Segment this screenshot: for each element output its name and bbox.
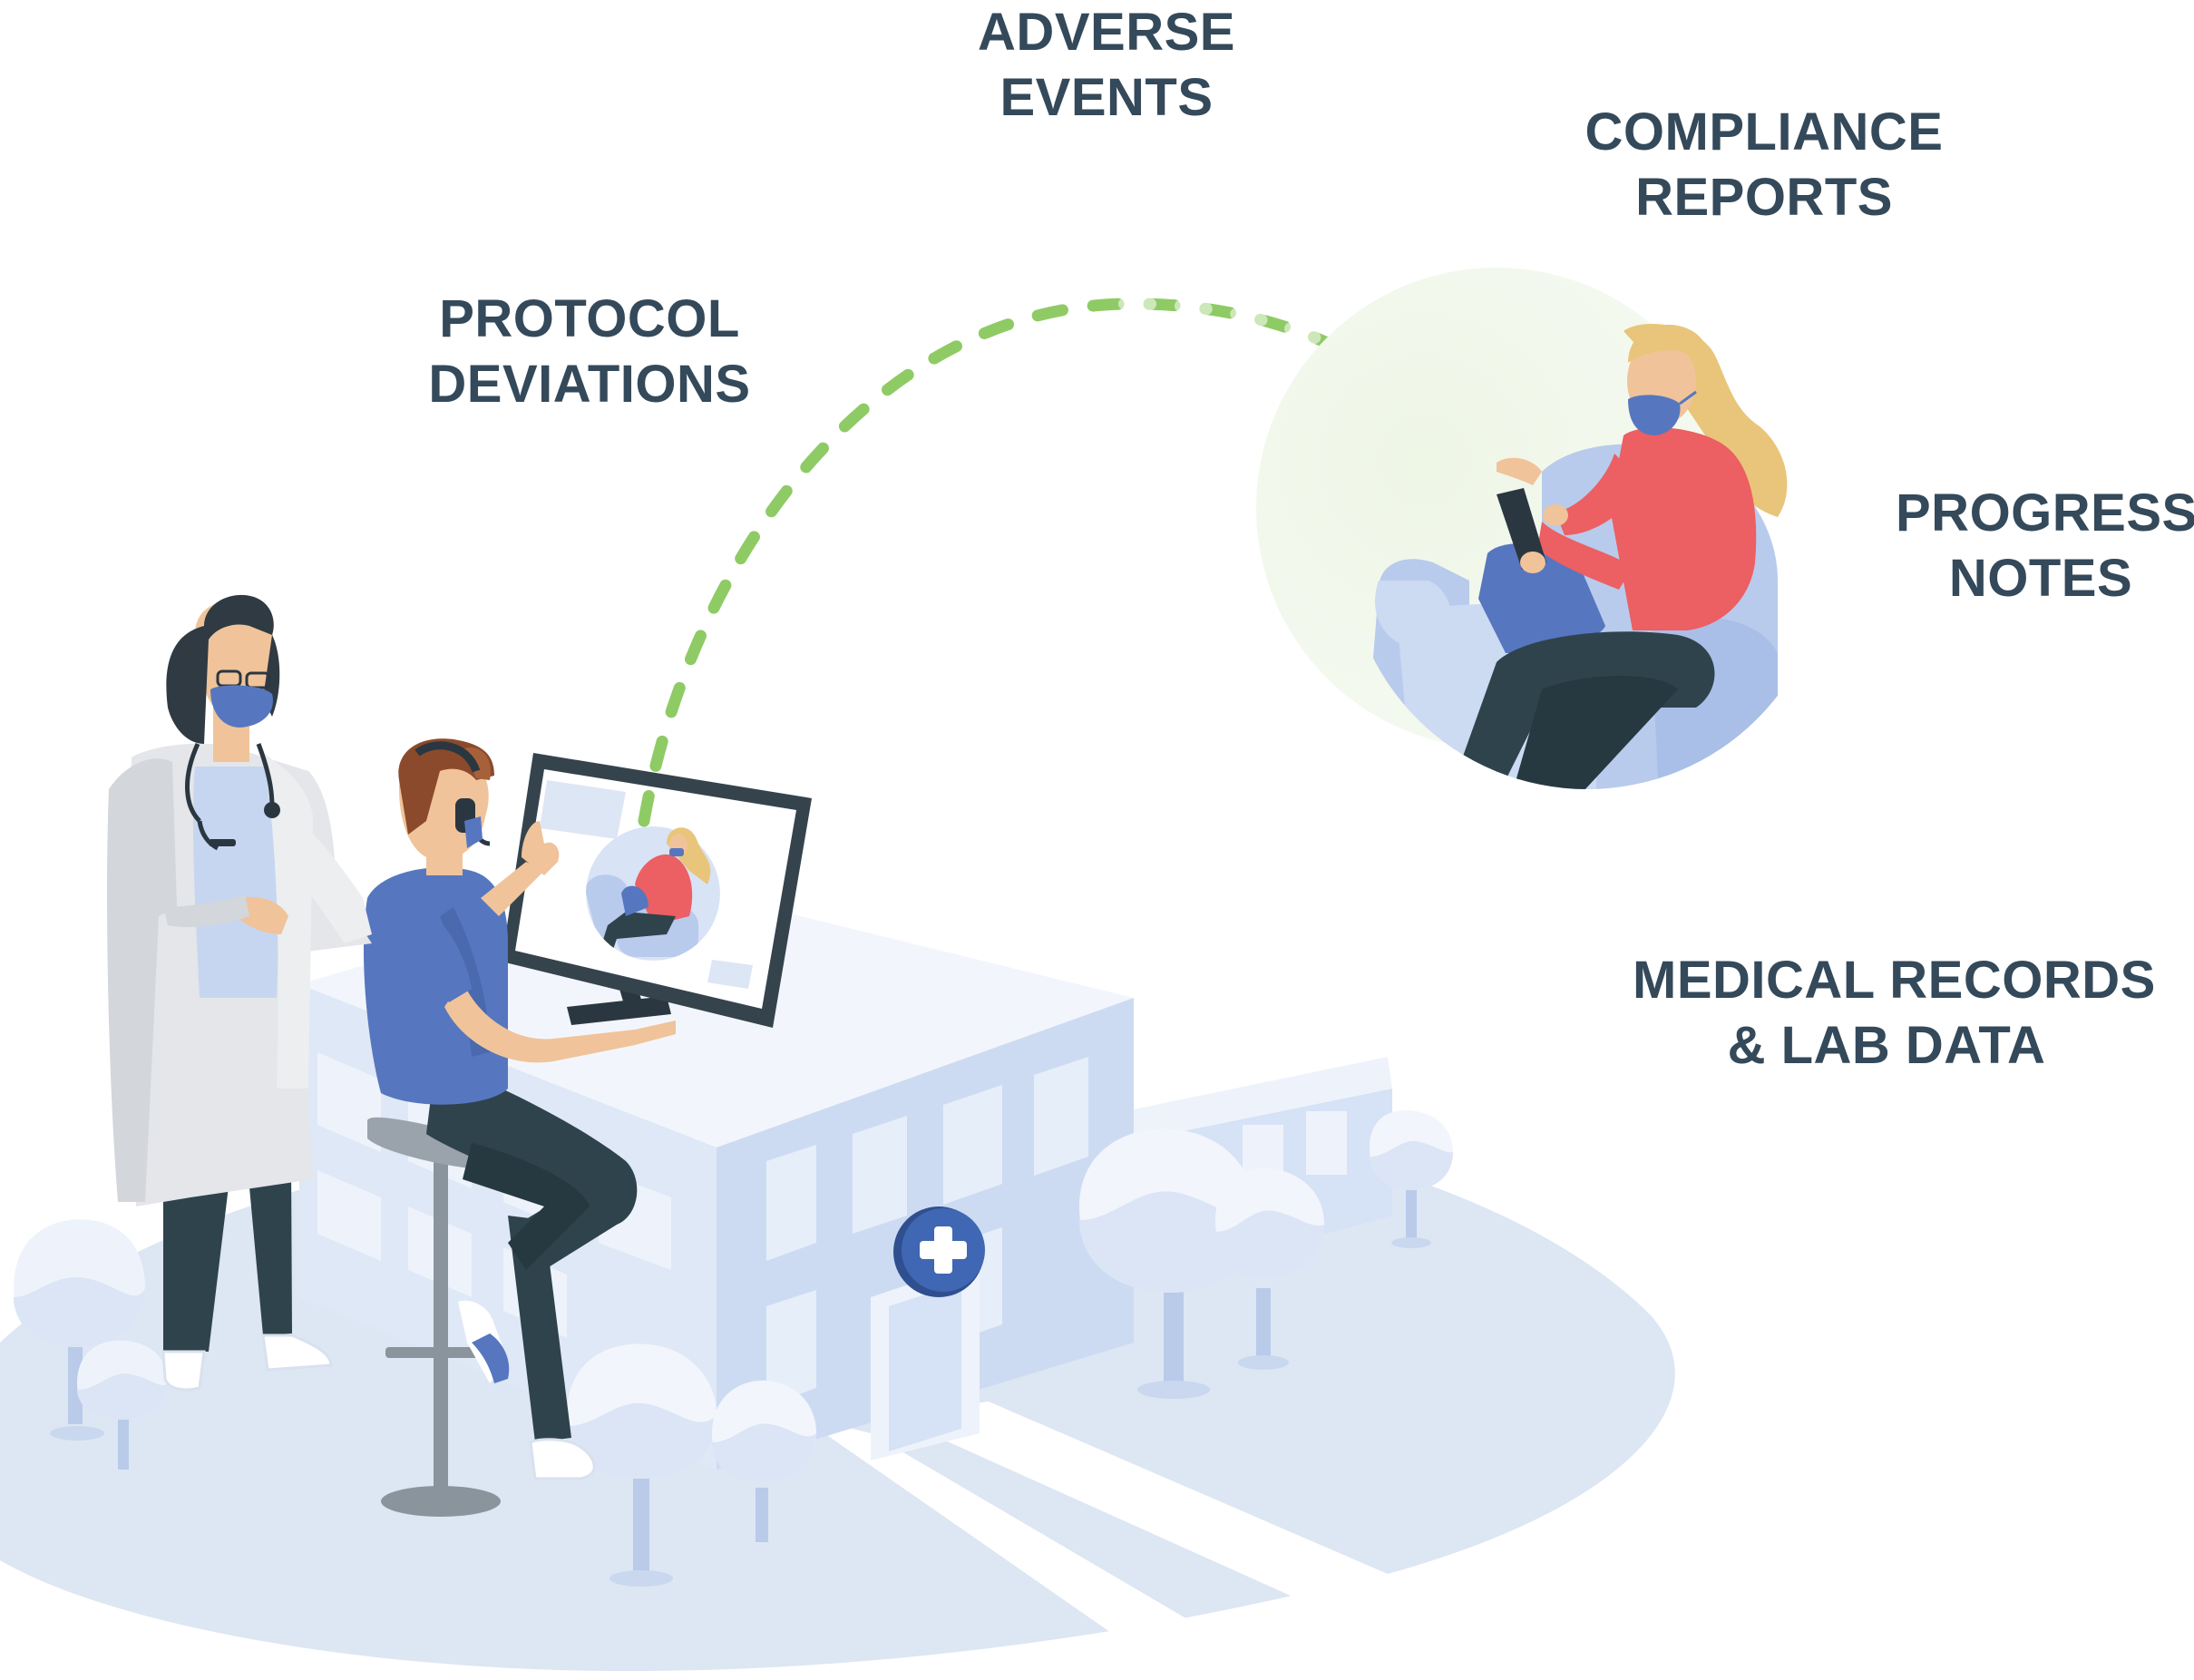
label-line: COMPLIANCE (1585, 103, 1944, 161)
label-line: PROGRESS (1896, 483, 2194, 542)
walkway-left (798, 1415, 1288, 1680)
label-progress-notes: PROGRESS NOTES (1896, 481, 2194, 611)
label-line: EVENTS (999, 68, 1214, 127)
label-adverse-events: ADVERSE EVENTS (934, 0, 1279, 131)
label-protocol-deviations: PROTOCOL DEVIATIONS (399, 287, 780, 417)
label-line: ADVERSE (978, 3, 1235, 62)
label-line: NOTES (1948, 549, 2133, 608)
label-medical-records: MEDICAL RECORDS & LAB DATA (1633, 948, 2156, 1079)
label-line: & LAB DATA (1727, 1016, 2046, 1075)
face-mask (1628, 395, 1681, 435)
computer-monitor (502, 753, 812, 1028)
label-line: MEDICAL RECORDS (1633, 951, 2156, 1010)
medical-cross-icon (893, 1206, 985, 1297)
label-line: REPORTS (1635, 168, 1893, 227)
remote-patient-scene (1256, 268, 1788, 789)
label-line: PROTOCOL (439, 289, 740, 348)
doctor (107, 594, 372, 1392)
face-mask (210, 685, 273, 728)
care-coordinator (363, 738, 676, 1517)
label-compliance-reports: COMPLIANCE REPORTS (1569, 100, 1959, 230)
label-line: DEVIATIONS (428, 355, 751, 414)
walkway (889, 1402, 1388, 1597)
trees (14, 1109, 1453, 1587)
